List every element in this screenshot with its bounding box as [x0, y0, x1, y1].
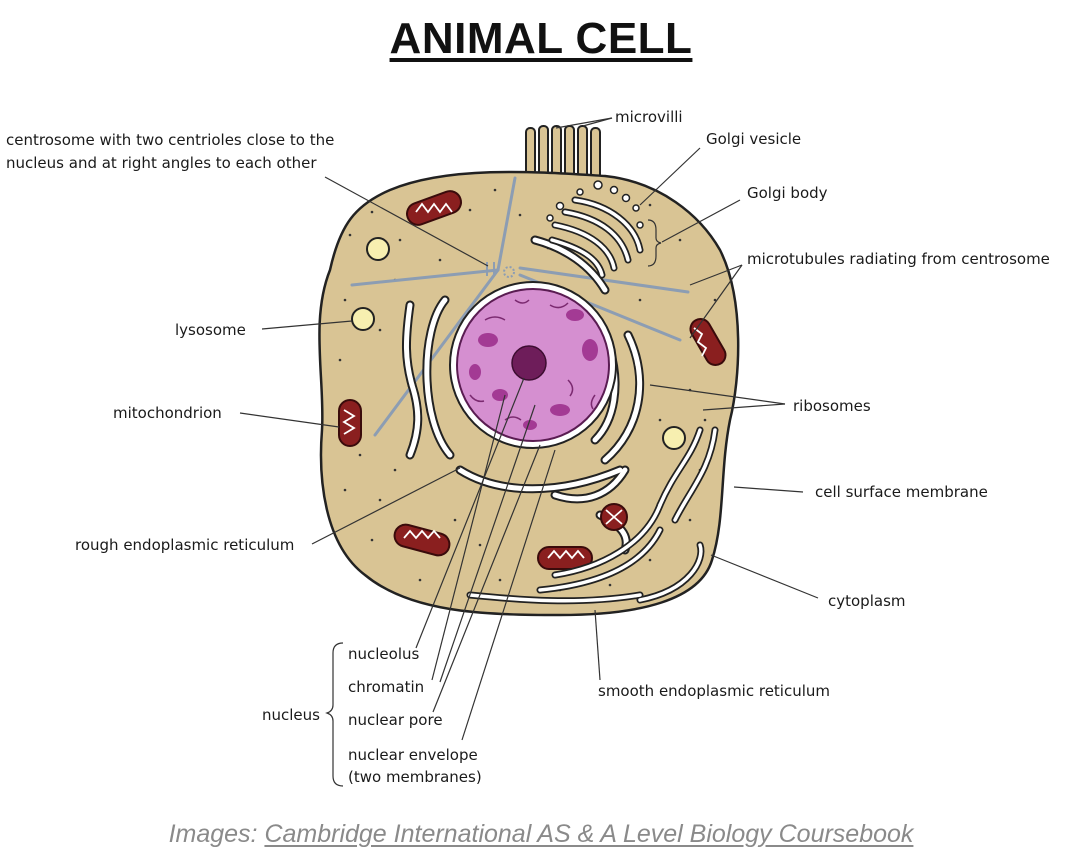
label-cell-surface-membrane: cell surface membrane	[815, 483, 988, 501]
label-microtubules: microtubules radiating from centrosome	[747, 250, 1050, 268]
nucleus	[449, 281, 617, 449]
label-smooth-er: smooth endoplasmic reticulum	[598, 682, 830, 700]
label-centrosome-line2: nucleus and at right angles to each othe…	[6, 154, 317, 172]
caption-prefix: Images:	[168, 820, 265, 848]
label-centrosome-line1: centrosome with two centrioles close to …	[6, 131, 334, 149]
label-lysosome: lysosome	[175, 321, 246, 339]
label-ribosomes: ribosomes	[793, 397, 871, 415]
caption-source-link[interactable]: Cambridge International AS & A Level Bio…	[264, 820, 914, 848]
page-title: ANIMAL CELL	[389, 14, 693, 63]
leader-lines	[239, 117, 819, 787]
mitochondria-cristae	[342, 202, 708, 560]
label-mitochondrion: mitochondrion	[113, 404, 222, 422]
smooth-endoplasmic-reticulum	[466, 426, 719, 605]
label-golgi-vesicle: Golgi vesicle	[706, 130, 801, 148]
ribosome-dots	[338, 188, 717, 592]
golgi-body	[546, 180, 644, 279]
label-golgi-body: Golgi body	[747, 184, 828, 202]
label-nuclear-envelope-line2: (two membranes)	[348, 768, 482, 786]
nucleolus	[511, 345, 547, 381]
label-nucleus: nucleus	[262, 706, 320, 724]
label-nuclear-envelope-line1: nuclear envelope	[348, 746, 478, 764]
label-microvilli: microvilli	[615, 108, 683, 126]
label-chromatin: chromatin	[348, 678, 424, 696]
label-nucleolus: nucleolus	[348, 645, 420, 663]
label-cytoplasm: cytoplasm	[828, 592, 906, 610]
microtubules	[350, 176, 690, 437]
label-rough-er: rough endoplasmic reticulum	[75, 536, 294, 554]
microvilli	[525, 125, 601, 183]
label-nuclear-pore: nuclear pore	[348, 711, 443, 729]
centrosome	[486, 262, 515, 278]
image-caption: Images: Cambridge International AS & A L…	[0, 820, 1082, 849]
lysosomes	[351, 237, 686, 450]
